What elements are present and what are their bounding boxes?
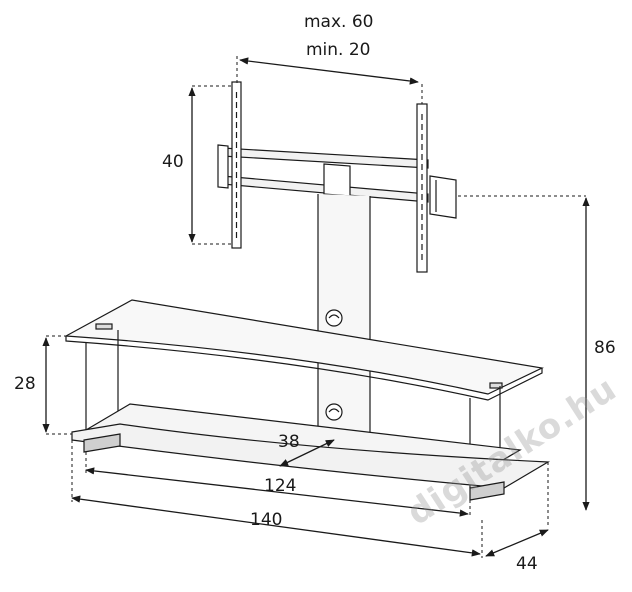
- column-depth-label: 38: [278, 432, 300, 452]
- dimension-lines: [42, 56, 590, 558]
- depth-label: 44: [516, 554, 538, 574]
- inner-width-label: 124: [264, 476, 297, 496]
- bracket-height-label: 40: [162, 152, 184, 172]
- total-height-label: 86: [594, 338, 616, 358]
- outer-width-label: 140: [250, 510, 283, 530]
- top-glass-shelf: [63, 299, 544, 401]
- max-width-label: max. 60: [304, 12, 374, 32]
- min-width-label: min. 20: [306, 40, 371, 60]
- shelf-spacing-label: 28: [14, 374, 36, 394]
- center-column: [317, 194, 371, 450]
